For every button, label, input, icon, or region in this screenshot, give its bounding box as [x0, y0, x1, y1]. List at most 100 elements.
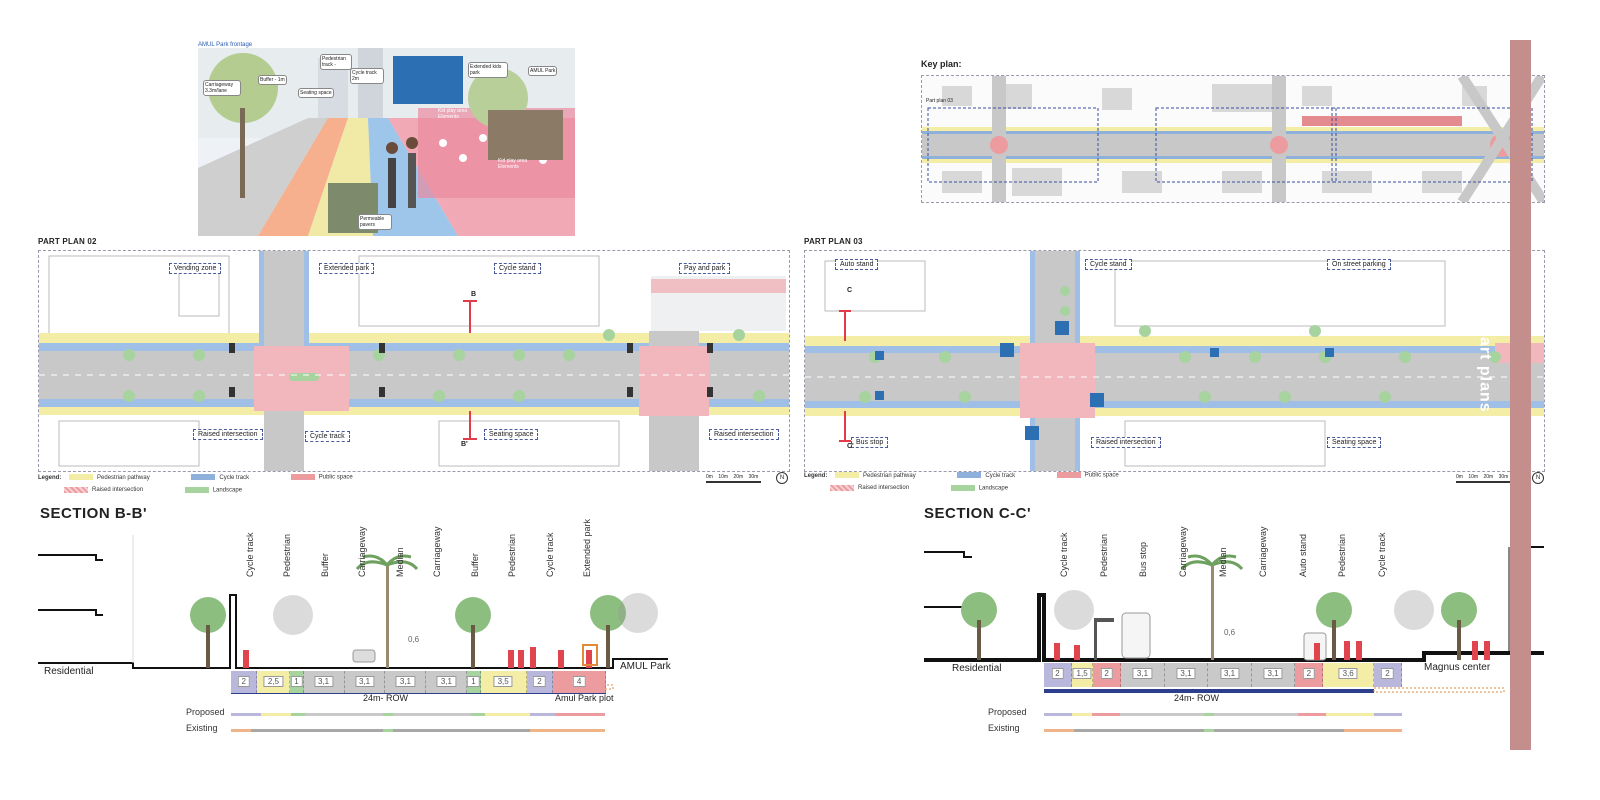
plan02-tag-cycle-track: Cycle track — [305, 431, 350, 442]
scale-20: 20m — [733, 474, 744, 480]
perspective-label: Pedestrian track - — [320, 54, 352, 70]
perspective-label: Buffer - 1m — [258, 75, 287, 85]
plan03-tag-seating-space: Seating space — [1327, 437, 1382, 448]
section-segment: 3,1 — [344, 671, 386, 693]
segment-width-label: 2 — [533, 676, 546, 687]
raised-swatch — [830, 484, 854, 491]
segment-width-label: 3,6 — [1338, 668, 1358, 679]
pedestrian-swatch — [69, 474, 94, 480]
plan02-tag-raised-intersection: Raised intersection — [193, 429, 263, 440]
section-column-header: Pedestrian — [1098, 533, 1109, 577]
legend-landscape: Landscape — [978, 485, 1009, 492]
north-label: N — [779, 475, 785, 481]
sectionB-existing-label: Existing — [186, 723, 218, 733]
segment-width-label: 2 — [1381, 668, 1394, 679]
section-segment: 3,1 — [385, 671, 427, 693]
sectionB-proposed-label: Proposed — [186, 707, 225, 717]
segment-width-label: 3,1 — [1219, 668, 1240, 679]
sectionC-median-height: 0,6 — [1224, 628, 1236, 637]
legend-pedestrian: Pedestrian pathway — [97, 474, 150, 481]
plan03-title: PART PLAN 03 — [804, 237, 863, 246]
plan02-legend: Legend: Pedestrian pathway Cycle track P… — [38, 474, 578, 493]
section-segment: 3,5 — [480, 671, 527, 693]
plan03-scale: 0m 10m 20m 30m — [1456, 474, 1516, 483]
perspective-label: Seating space — [298, 88, 334, 98]
segment-width-label: 3,1 — [436, 676, 456, 687]
segment-width-label: 3,1 — [1176, 668, 1196, 679]
section-column-header: Median — [394, 547, 405, 577]
sectionB-drawing: Residential AMUL Park 0,6 24m- ROW Amul … — [38, 519, 678, 775]
pedestrian-swatch — [835, 472, 860, 478]
segment-width-label: 2 — [1302, 668, 1316, 679]
segment-width-label: 3,5 — [493, 676, 513, 687]
plan03-legend-title: Legend: — [804, 472, 828, 479]
section-column-header: Cycle track — [1058, 532, 1069, 577]
section-segment: 4 — [553, 671, 606, 693]
keyplan-drawing — [922, 73, 1549, 205]
segment-width-label: 2 — [1100, 668, 1113, 679]
sectionC-drawing: Residential Magnus center 0,6 24m- ROW P… — [924, 525, 1544, 775]
section-column-header: Carriageway — [432, 526, 443, 577]
plan02-north-arrow: N — [776, 472, 788, 484]
keyplan-title: Key plan: — [921, 59, 962, 69]
section-segment: 3,1 — [1121, 663, 1165, 687]
section-column-header: Median — [1218, 547, 1228, 577]
legend-landscape: Landscape — [212, 487, 243, 494]
sectionB-amul-park-label: AMUL Park — [620, 661, 671, 672]
sectionC-svg — [924, 546, 1544, 732]
section-column-header: Auto stand — [1297, 533, 1308, 577]
segment-width-label: 2 — [1051, 668, 1064, 679]
scale-0: 0m — [1456, 474, 1463, 480]
section-column-header: Pedestrian — [1337, 533, 1348, 577]
sectionB-plot-label: Amul Park plot — [555, 693, 614, 703]
section-segment: 2 — [1373, 663, 1402, 687]
plan03-tag-auto-stand: Auto stand — [835, 259, 879, 270]
scale-10: 10m — [718, 474, 729, 480]
keyplan-subtitle: Part plan 03 — [926, 98, 953, 104]
landscape-swatch — [950, 484, 975, 491]
plan03-tag-bus-stop: Bus stop — [851, 437, 889, 448]
plan02-tag-extended-park: Extended park — [319, 263, 375, 274]
scale-10: 10m — [1468, 474, 1479, 480]
section-column-header: Carriageway — [357, 526, 368, 577]
north-label: N — [1535, 475, 1541, 481]
landscape-swatch — [184, 486, 209, 493]
section-segment: 3,6 — [1323, 663, 1374, 687]
legend-pedestrian: Pedestrian pathway — [863, 472, 916, 479]
plan02-tag-vending-zone: Vending zone — [169, 263, 222, 274]
plan02-tag-seating-space: Seating space — [484, 429, 539, 440]
perspective-label: Extended kids park — [468, 62, 508, 78]
legend-public: Public space — [318, 474, 353, 481]
scale-30: 30m — [748, 474, 759, 480]
segment-width-label: 4 — [572, 676, 586, 687]
section-column-header: Carriageway — [1178, 526, 1189, 577]
section-column-header: Cycle track — [1377, 532, 1388, 577]
plan02-scale: 0m 10m 20m 30m — [706, 474, 766, 483]
segment-width-label: 2,5 — [263, 676, 283, 687]
plan02-tag-raised-intersection-2: Raised intersection — [709, 429, 779, 440]
perspective-illustration: AMUL Park frontage Carriageway 3.3m/lane… — [198, 42, 575, 236]
section-segment: 2 — [1295, 663, 1324, 687]
scale-30: 30m — [1498, 474, 1509, 480]
cycle-swatch — [957, 472, 982, 478]
segment-width-label: 3,1 — [395, 676, 415, 687]
section-segment: 3,1 — [426, 671, 468, 693]
section-column-header: Cycle track — [544, 532, 555, 577]
plan02-tag-pay-and-park: Pay and park — [679, 263, 731, 274]
plan03-tag-on-street-parking: On street parking — [1327, 259, 1391, 270]
legend-raised: Raised intersection — [92, 487, 144, 494]
plan03-cut-c: C — [847, 287, 853, 294]
segment-width-label: 3,1 — [1263, 668, 1283, 679]
section-column-header: Cycle track — [244, 532, 255, 577]
legend-raised: Raised intersection — [858, 485, 910, 492]
sectionC-magnus-center-label: Magnus center — [1424, 662, 1491, 673]
sectionB-residential-label: Residential — [44, 666, 94, 677]
scale-20: 20m — [1483, 474, 1494, 480]
segment-width-label: 1 — [290, 676, 303, 687]
plan02-legend-title: Legend: — [38, 474, 62, 481]
segment-width-label: 3,1 — [1132, 668, 1153, 679]
segment-width-label: 2 — [237, 676, 250, 687]
